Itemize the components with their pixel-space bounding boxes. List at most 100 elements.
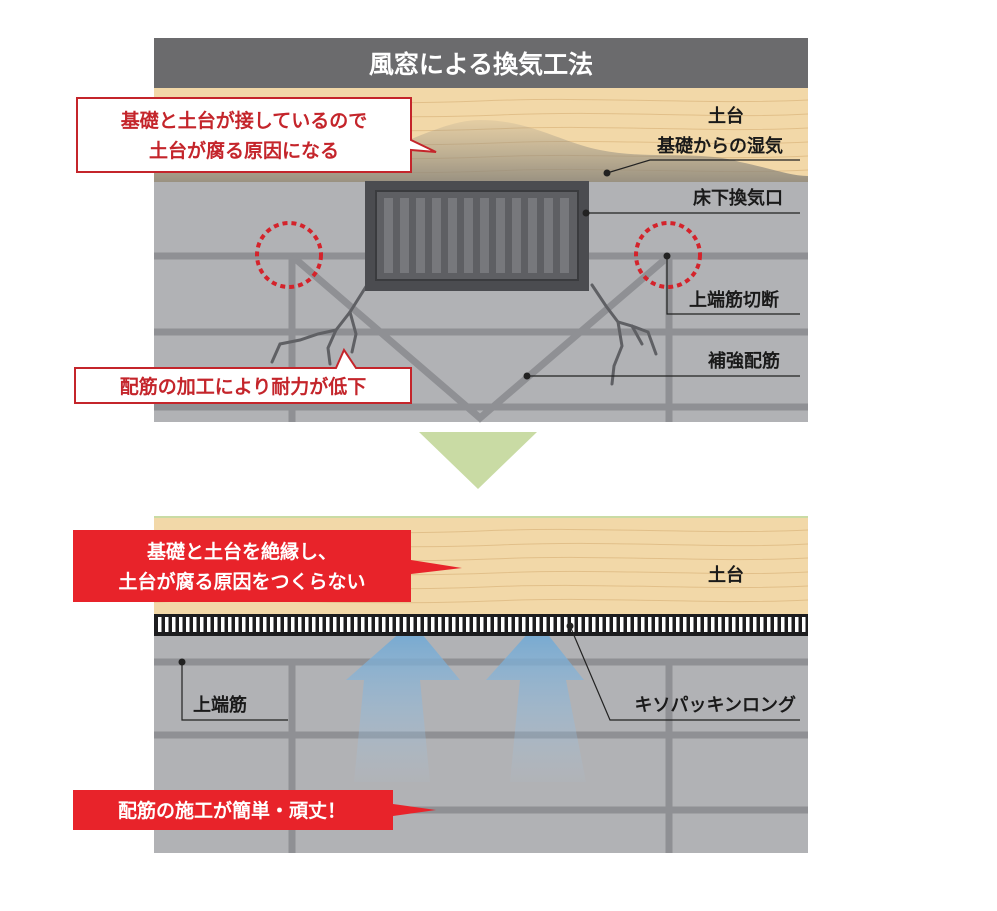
packing-slot <box>676 617 680 632</box>
callout-bottom-1: 基礎と土台を絶縁し、 土台が腐る原因をつくらない <box>73 530 462 602</box>
packing-slot <box>417 617 421 632</box>
packing-slot <box>606 617 610 632</box>
label-shikke: 基礎からの湿気 <box>656 135 783 157</box>
page-title: 風窓による換気工法 <box>369 50 593 79</box>
packing-slot <box>760 617 764 632</box>
packing-slot <box>732 617 736 632</box>
packing-slot <box>557 617 561 632</box>
packing-slot <box>452 617 456 632</box>
packing-slot <box>445 617 449 632</box>
packing-slot <box>564 617 568 632</box>
packing-slot <box>781 617 785 632</box>
packing-slot <box>270 617 274 632</box>
packing-slot <box>515 617 519 632</box>
packing-slot <box>690 617 694 632</box>
packing-slot <box>711 617 715 632</box>
packing-slot <box>242 617 246 632</box>
packing-slot <box>578 617 582 632</box>
packing-slot <box>585 617 589 632</box>
air-flow-arrow-right-icon <box>486 622 586 782</box>
packing-slot <box>424 617 428 632</box>
packing-slot <box>487 617 491 632</box>
packing-slot <box>459 617 463 632</box>
vent-grille <box>365 181 589 291</box>
label-uwabakin: 上端筋 <box>193 694 247 716</box>
label-dodai-top: 土台 <box>708 105 744 127</box>
callout-top-1: 基礎と土台が接しているので 土台が腐る原因になる <box>76 97 437 173</box>
packing-slot <box>165 617 169 632</box>
top-leader-dots <box>523 169 671 380</box>
packing-slot <box>648 617 652 632</box>
packing-slot <box>480 617 484 632</box>
packing-slot <box>347 617 351 632</box>
label-hokyo: 補強配筋 <box>707 350 780 372</box>
packing-slot <box>634 617 638 632</box>
packing-slot <box>396 617 400 632</box>
packing-slot <box>473 617 477 632</box>
packing-slot <box>333 617 337 632</box>
packing-slot <box>368 617 372 632</box>
packing-slot <box>277 617 281 632</box>
packing-slot <box>725 617 729 632</box>
air-flow-arrow-left-icon <box>346 622 460 782</box>
packing-slot <box>662 617 666 632</box>
packing-slot <box>340 617 344 632</box>
packing-slot <box>312 617 316 632</box>
packing-slot <box>753 617 757 632</box>
packing-slot <box>298 617 302 632</box>
packing-slot <box>501 617 505 632</box>
packing-slot <box>683 617 687 632</box>
packing-slot <box>788 617 792 632</box>
packing-slot <box>697 617 701 632</box>
packing-slot <box>214 617 218 632</box>
packing-slot <box>172 617 176 632</box>
title-bar <box>154 38 808 88</box>
packing-slot <box>669 617 673 632</box>
packing-strip-slots <box>158 617 806 632</box>
packing-slot <box>228 617 232 632</box>
packing-slot <box>158 617 162 632</box>
packing-slot <box>641 617 645 632</box>
label-cut: 上端筋切断 <box>689 289 779 311</box>
packing-slot <box>543 617 547 632</box>
packing-slot <box>326 617 330 632</box>
packing-slot <box>613 617 617 632</box>
packing-slot <box>739 617 743 632</box>
label-packing: キソパッキンロング <box>635 694 796 716</box>
packing-slot <box>207 617 211 632</box>
packing-slot <box>284 617 288 632</box>
svg-text:配筋の加工により耐力が低下: 配筋の加工により耐力が低下 <box>120 375 367 398</box>
packing-slot <box>256 617 260 632</box>
packing-slot <box>305 617 309 632</box>
packing-slot <box>410 617 414 632</box>
packing-slot <box>193 617 197 632</box>
packing-slot <box>375 617 379 632</box>
packing-slot <box>767 617 771 632</box>
packing-slot <box>550 617 554 632</box>
packing-slot <box>221 617 225 632</box>
label-dodai-bottom: 土台 <box>708 564 744 586</box>
packing-slot <box>746 617 750 632</box>
packing-slot <box>263 617 267 632</box>
packing-slot <box>592 617 596 632</box>
label-vent: 床下換気口 <box>693 187 783 209</box>
packing-slot <box>718 617 722 632</box>
top-panel: 風窓による換気工法 土台 基礎からの湿気 床下換気口 上端筋切断 補強配筋 基礎… <box>74 38 809 423</box>
packing-slot <box>795 617 799 632</box>
crack-lines <box>270 283 658 386</box>
packing-slot <box>438 617 442 632</box>
packing-slot <box>179 617 183 632</box>
callout-top-2: 配筋の加工により耐力が低下 <box>74 347 412 404</box>
bottom-leader-dots <box>178 622 574 666</box>
svg-text:基礎と土台を絶縁し、: 基礎と土台を絶縁し、 <box>146 540 337 563</box>
cut-marker-right <box>634 221 702 289</box>
packing-slot <box>522 617 526 632</box>
svg-text:土台が腐る原因になる: 土台が腐る原因になる <box>149 139 339 162</box>
packing-slot <box>466 617 470 632</box>
packing-slot <box>382 617 386 632</box>
callout-bottom-2: 配筋の施工が簡単・頑丈！ <box>73 790 436 830</box>
packing-slot <box>235 617 239 632</box>
packing-slot <box>354 617 358 632</box>
bottom-leader-lines <box>181 625 800 721</box>
